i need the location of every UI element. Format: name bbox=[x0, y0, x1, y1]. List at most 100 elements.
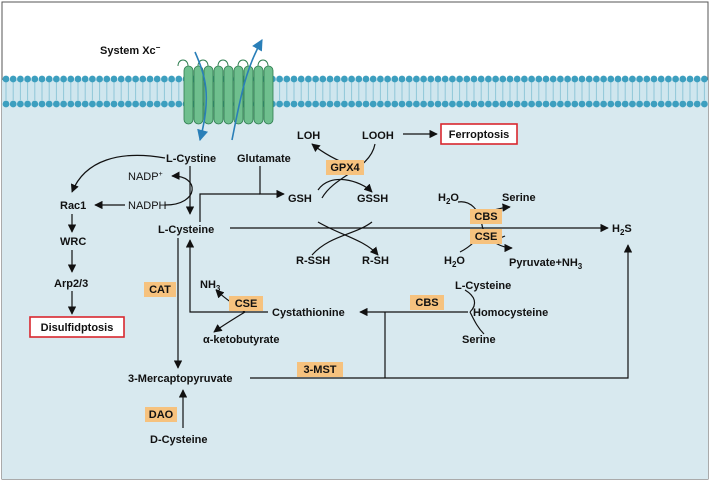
lipid-head bbox=[53, 100, 60, 108]
lipid-head bbox=[139, 75, 147, 83]
cystine-import-arrow bbox=[194, 51, 209, 142]
lipid-head bbox=[434, 75, 442, 83]
lipid-head bbox=[578, 100, 586, 108]
lipid-head bbox=[636, 100, 643, 108]
outcome-disulfidptosis: Disulfidptosis bbox=[29, 316, 125, 338]
cytoplasm-region bbox=[2, 100, 708, 479]
lipid-head bbox=[117, 100, 125, 108]
lipid-head bbox=[578, 75, 586, 83]
outcome-ferroptosis: Ferroptosis bbox=[440, 123, 518, 145]
lipid-head bbox=[513, 75, 521, 83]
lipid-head bbox=[679, 75, 687, 83]
lipid-head bbox=[535, 100, 543, 108]
loh-label: LOH bbox=[297, 130, 320, 142]
svg-text:CBS: CBS bbox=[415, 297, 438, 309]
nadp-label: NADP+ bbox=[128, 171, 163, 183]
lipid-head bbox=[146, 75, 154, 83]
enzyme-dao: DAO bbox=[145, 407, 177, 422]
lipid-head bbox=[377, 100, 384, 108]
lipid-head bbox=[593, 75, 600, 83]
transporter-helix bbox=[253, 65, 264, 125]
lipid-head bbox=[413, 75, 420, 83]
lipid-head bbox=[564, 100, 571, 108]
lipid-head bbox=[657, 100, 665, 108]
svg-text:CSE: CSE bbox=[235, 298, 258, 310]
lipid-head bbox=[132, 75, 140, 83]
lipid-head bbox=[693, 75, 701, 83]
l-cysteine-cbs-curve bbox=[464, 289, 476, 313]
lipid-head bbox=[96, 100, 103, 108]
lipid-head bbox=[499, 100, 507, 108]
lipid-head bbox=[614, 75, 622, 83]
lipid-head bbox=[2, 100, 10, 108]
lipid-head bbox=[665, 100, 672, 108]
membrane-lipid-heads bbox=[2, 75, 708, 108]
enzyme-cat: CAT bbox=[144, 282, 176, 297]
lipid-head bbox=[672, 100, 679, 108]
lipid-head bbox=[355, 100, 363, 108]
serine-cbs-curve bbox=[469, 311, 485, 335]
lipid-head bbox=[413, 100, 420, 108]
lipid-head bbox=[168, 75, 176, 83]
lipid-head bbox=[276, 100, 283, 108]
lipid-head bbox=[326, 75, 334, 83]
lipid-head bbox=[679, 100, 687, 108]
cysteine-to-gsh-line bbox=[199, 193, 260, 222]
lipid-head bbox=[124, 100, 132, 108]
nadph-to-nadp-arrow bbox=[164, 171, 193, 206]
lipid-head bbox=[89, 100, 96, 108]
gsh-label: GSH bbox=[288, 193, 312, 205]
cystathionine-to-cysteine-arrow bbox=[185, 239, 268, 313]
lipid-head bbox=[31, 75, 39, 83]
looh-label: LOOH bbox=[362, 130, 394, 142]
system-xc-transporter bbox=[177, 59, 274, 125]
d-cysteine-label: D-Cysteine bbox=[150, 434, 207, 446]
lipid-head bbox=[456, 100, 463, 108]
r-sh-label: R-SH bbox=[362, 255, 389, 267]
lipid-head bbox=[38, 100, 46, 108]
rac1-label: Rac1 bbox=[60, 200, 86, 212]
lipid-head bbox=[701, 75, 708, 83]
l-cysteine-right-label: L-Cysteine bbox=[455, 280, 511, 292]
pyruvate-nh3-label: Pyruvate+NH3 bbox=[509, 257, 583, 271]
lipid-head bbox=[67, 75, 75, 83]
lipid-head bbox=[312, 100, 319, 108]
lipid-head bbox=[405, 100, 413, 108]
lipid-head bbox=[521, 100, 528, 108]
lipid-head bbox=[585, 75, 593, 83]
lipid-head bbox=[31, 100, 39, 108]
lipid-head bbox=[283, 100, 291, 108]
lipid-head bbox=[146, 100, 154, 108]
lipid-head bbox=[45, 75, 53, 83]
lipid-head bbox=[175, 75, 183, 83]
lipid-head bbox=[542, 75, 550, 83]
lipid-head bbox=[124, 75, 132, 83]
lipid-head bbox=[398, 75, 406, 83]
lipid-head bbox=[391, 75, 399, 83]
lipid-head bbox=[506, 100, 514, 108]
lipid-head bbox=[650, 100, 658, 108]
lipid-head bbox=[369, 100, 377, 108]
lipid-head bbox=[161, 100, 168, 108]
lipid-head bbox=[348, 75, 355, 83]
lipid-head bbox=[283, 75, 291, 83]
lipid-head bbox=[614, 100, 622, 108]
lipid-head bbox=[629, 75, 636, 83]
lipid-head bbox=[175, 100, 183, 108]
transporter-helix bbox=[263, 65, 274, 125]
glutamate-label: Glutamate bbox=[237, 153, 291, 165]
lipid-head bbox=[585, 100, 593, 108]
lipid-head bbox=[492, 100, 499, 108]
lipid-head bbox=[513, 100, 521, 108]
lipid-head bbox=[74, 75, 82, 83]
rssh-curve bbox=[311, 221, 373, 256]
lipid-head bbox=[650, 75, 658, 83]
lipid-head bbox=[153, 100, 161, 108]
lipid-head bbox=[643, 100, 651, 108]
lipid-head bbox=[9, 75, 17, 83]
svg-text:CAT: CAT bbox=[149, 284, 171, 296]
lipid-head bbox=[549, 100, 557, 108]
transporter-helix bbox=[213, 65, 224, 125]
lipid-head bbox=[672, 75, 679, 83]
